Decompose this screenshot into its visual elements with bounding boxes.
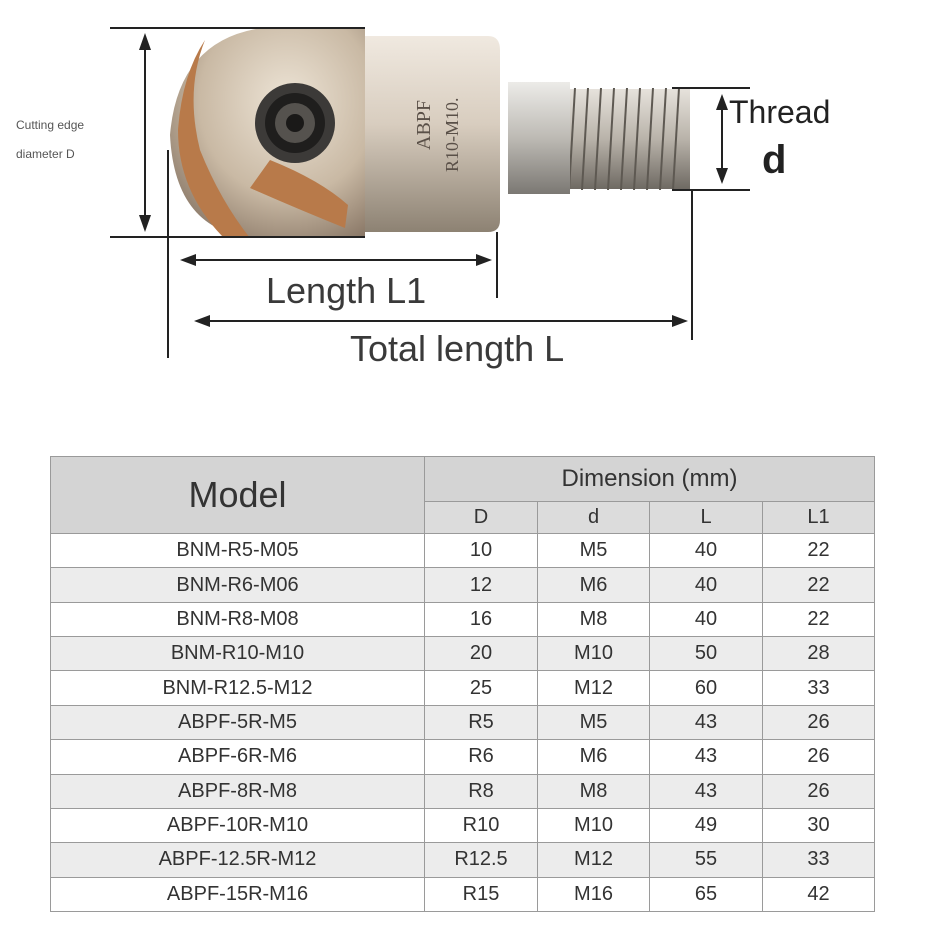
D-cell: R6 [424,739,538,775]
L1-cell: 42 [761,876,876,913]
L-cell: 65 [649,876,763,913]
L-cell: 40 [649,567,763,603]
d-cell: M12 [537,670,650,706]
model-cell: BNM-R8-M08 [50,601,425,638]
d-cell: M8 [537,773,650,809]
table-row: ABPF-6R-M6 R6 M6 43 26 [50,739,876,775]
model-cell: ABPF-6R-M6 [50,739,425,775]
D-cell: R12.5 [424,842,538,878]
table-row: ABPF-10R-M10 R10 M10 49 30 [50,807,876,844]
D-cell: R5 [424,704,538,741]
L1-cell: 33 [761,842,876,878]
L-cell: 55 [649,842,763,878]
table-row: ABPF-12.5R-M12 R12.5 M12 55 33 [50,842,876,878]
D-cell: 16 [424,601,538,638]
D-cell: R10 [424,807,538,844]
header-L: L [649,501,763,534]
head-marking-1: ABPF [413,100,435,150]
L1-cell: 26 [761,773,876,809]
thread-label: Thread [729,94,831,130]
model-cell: BNM-R5-M05 [50,532,425,569]
dimension-header: Dimension (mm) [423,456,876,502]
L1-cell: 30 [761,807,876,844]
header-L1: L1 [761,501,876,534]
L-cell: 50 [649,636,763,672]
d-cell: M5 [537,532,650,569]
tool-diagram: ABPF R10-M10. Cutting edge di [0,0,928,420]
D-cell: R15 [424,876,538,913]
model-cell: ABPF-10R-M10 [50,807,425,844]
table-row: BNM-R12.5-M12 25 M12 60 33 [50,670,876,706]
L1-cell: 22 [761,532,876,569]
table-row: BNM-R10-M10 20 M10 50 28 [50,636,876,672]
model-header: Model [50,456,425,534]
d-cell: M12 [537,842,650,878]
tool-body [350,36,500,232]
d-cell: M10 [537,636,650,672]
L1-cell: 26 [761,704,876,741]
L-cell: 43 [649,739,763,775]
model-cell: ABPF-15R-M16 [50,876,425,913]
L-cell: 43 [649,773,763,809]
head-marking-2: R10-M10. [442,97,462,172]
thread-d-label: d [762,138,787,182]
model-cell: BNM-R12.5-M12 [50,670,425,706]
thread-shank [508,82,690,194]
table-row: ABPF-8R-M8 R8 M8 43 26 [50,773,876,809]
D-cell: 12 [424,567,538,603]
model-cell: ABPF-5R-M5 [50,704,425,741]
dimension-table: Model Dimension (mm) D d L L1 BNM-R5-M05… [50,456,876,913]
d-cell: M10 [537,807,650,844]
L1-cell: 22 [761,601,876,638]
header-d: d [537,501,650,534]
L-cell: 49 [649,807,763,844]
dimension-lines [110,27,750,358]
model-cell: ABPF-12.5R-M12 [50,842,425,878]
model-cell: ABPF-8R-M8 [50,773,425,809]
d-cell: M6 [537,567,650,603]
total-length-label: Total length L [350,328,565,369]
model-cell: BNM-R10-M10 [50,636,425,672]
table-row: BNM-R8-M08 16 M8 40 22 [50,601,876,638]
model-cell: BNM-R6-M06 [50,567,425,603]
L-cell: 40 [649,601,763,638]
L1-cell: 26 [761,739,876,775]
table-row: BNM-R6-M06 12 M6 40 22 [50,567,876,603]
table-row: BNM-R5-M05 10 M5 40 22 [50,532,876,569]
cutting-edge-label: Cutting edge [16,118,85,132]
D-cell: 10 [424,532,538,569]
dimension-arrows [139,33,728,327]
D-cell: 25 [424,670,538,706]
table-row: ABPF-15R-M16 R15 M16 65 42 [50,876,876,913]
length-l1-label: Length L1 [266,270,427,311]
ball-head [170,28,365,238]
table-row: ABPF-5R-M5 R5 M5 43 26 [50,704,876,741]
L-cell: 43 [649,704,763,741]
L-cell: 40 [649,532,763,569]
D-cell: 20 [424,636,538,672]
D-cell: R8 [424,773,538,809]
L-cell: 60 [649,670,763,706]
d-cell: M6 [537,739,650,775]
d-cell: M8 [537,601,650,638]
d-cell: M16 [537,876,650,913]
L1-cell: 28 [761,636,876,672]
d-cell: M5 [537,704,650,741]
cutting-edge-diameter-label: diameter D [16,147,75,161]
tool-drawing: ABPF R10-M10. [110,27,750,358]
header-D: D [424,501,538,534]
L1-cell: 33 [761,670,876,706]
L1-cell: 22 [761,567,876,603]
